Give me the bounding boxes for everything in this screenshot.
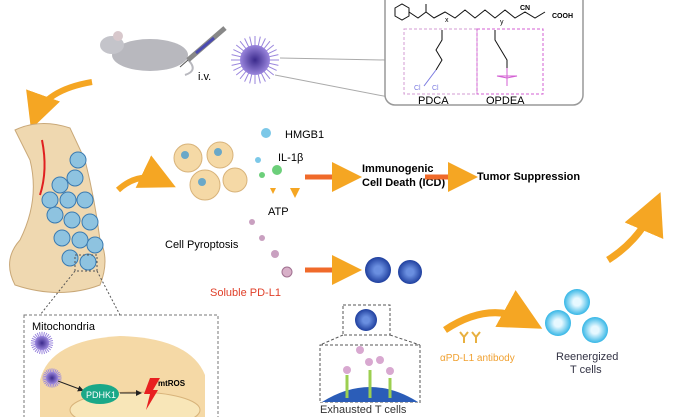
tumor-cell bbox=[86, 236, 104, 254]
reenergized-label-line1: Reenergized bbox=[556, 351, 618, 363]
antibody-label: αPD-L1 antibody bbox=[440, 353, 515, 364]
tumor-cell bbox=[61, 249, 79, 267]
pdca-label: PDCA bbox=[418, 95, 449, 107]
tumor-cell bbox=[51, 176, 69, 194]
syringe-icon bbox=[179, 26, 227, 68]
mouse-icon bbox=[100, 31, 194, 76]
pyroptotic-cells bbox=[173, 141, 248, 201]
reenergized-t-cell bbox=[564, 289, 590, 315]
icd-label-line2: Cell Death (ICD) bbox=[362, 177, 445, 189]
polymer-structure bbox=[394, 3, 546, 21]
zoom-box bbox=[74, 254, 98, 272]
nanoparticle-icon bbox=[231, 36, 279, 84]
pyroptosis-label: Cell Pyroptosis bbox=[165, 239, 239, 251]
flow-arrow bbox=[115, 155, 176, 193]
end-group-label: COOH bbox=[552, 13, 573, 20]
pdhk1-label: PDHK1 bbox=[86, 390, 116, 400]
hmgb1-particle bbox=[261, 128, 271, 138]
icd-label-line1: Immunogenic bbox=[362, 163, 434, 175]
reenergized-label-line2: T cells bbox=[570, 364, 602, 376]
tumor-cell bbox=[59, 191, 77, 209]
tumor-cell bbox=[41, 191, 59, 209]
reenergized-t-cell bbox=[582, 317, 608, 343]
antibody-icon bbox=[459, 331, 481, 343]
callout-line bbox=[279, 57, 386, 61]
mtros-label: mtROS bbox=[158, 379, 186, 388]
mitochondria-title: Mitochondria bbox=[32, 321, 96, 333]
tumor-cell bbox=[63, 211, 81, 229]
opdea-label: OPDEA bbox=[486, 95, 525, 107]
tumor-cell bbox=[53, 229, 71, 247]
tumor-cell bbox=[46, 206, 64, 224]
nitrile-label: CN bbox=[520, 5, 530, 12]
tumor-cell bbox=[81, 213, 99, 231]
tumor-cell bbox=[66, 169, 84, 187]
soluble-pdl1-particle bbox=[281, 266, 293, 278]
nanoparticle-icon bbox=[30, 331, 54, 355]
subscript-x: x bbox=[445, 17, 449, 24]
route-label: i.v. bbox=[198, 71, 211, 83]
exhausted-t-cells-label: Exhausted T cells bbox=[320, 404, 407, 416]
tumor-cell bbox=[71, 231, 89, 249]
tumor-cell bbox=[79, 253, 97, 271]
exhausted-t-cell bbox=[365, 257, 391, 283]
tumor-cell bbox=[76, 191, 94, 209]
flow-arrow bbox=[443, 290, 543, 333]
opdea-box bbox=[476, 28, 544, 95]
il1b-label: IL-1β bbox=[278, 152, 303, 164]
atp-particle bbox=[290, 188, 300, 198]
pdca-box bbox=[403, 28, 478, 95]
exhausted-t-cell bbox=[398, 260, 422, 284]
il1b-particle bbox=[272, 165, 282, 175]
soluble-pdl1-label: Soluble PD-L1 bbox=[210, 287, 281, 299]
bone-tumor-icon bbox=[9, 123, 106, 293]
ros-bolt-icon bbox=[144, 378, 160, 410]
chlorine-label: Cl bbox=[414, 85, 421, 92]
subscript-y: y bbox=[500, 19, 504, 26]
reenergized-t-cell bbox=[545, 310, 571, 336]
tumor-suppression-label: Tumor Suppression bbox=[477, 171, 580, 183]
hmgb1-label: HMGB1 bbox=[285, 129, 324, 141]
chlorine-label: Cl bbox=[432, 85, 439, 92]
tumor-cell bbox=[69, 151, 87, 169]
atp-label: ATP bbox=[268, 206, 289, 218]
flow-arrow bbox=[26, 79, 93, 130]
pdhk1-enzyme bbox=[81, 384, 119, 404]
mitochondria-box bbox=[23, 314, 219, 417]
polymer-callout-box bbox=[384, 0, 584, 106]
nanoparticle-icon bbox=[42, 368, 62, 388]
flow-arrow bbox=[606, 192, 664, 263]
